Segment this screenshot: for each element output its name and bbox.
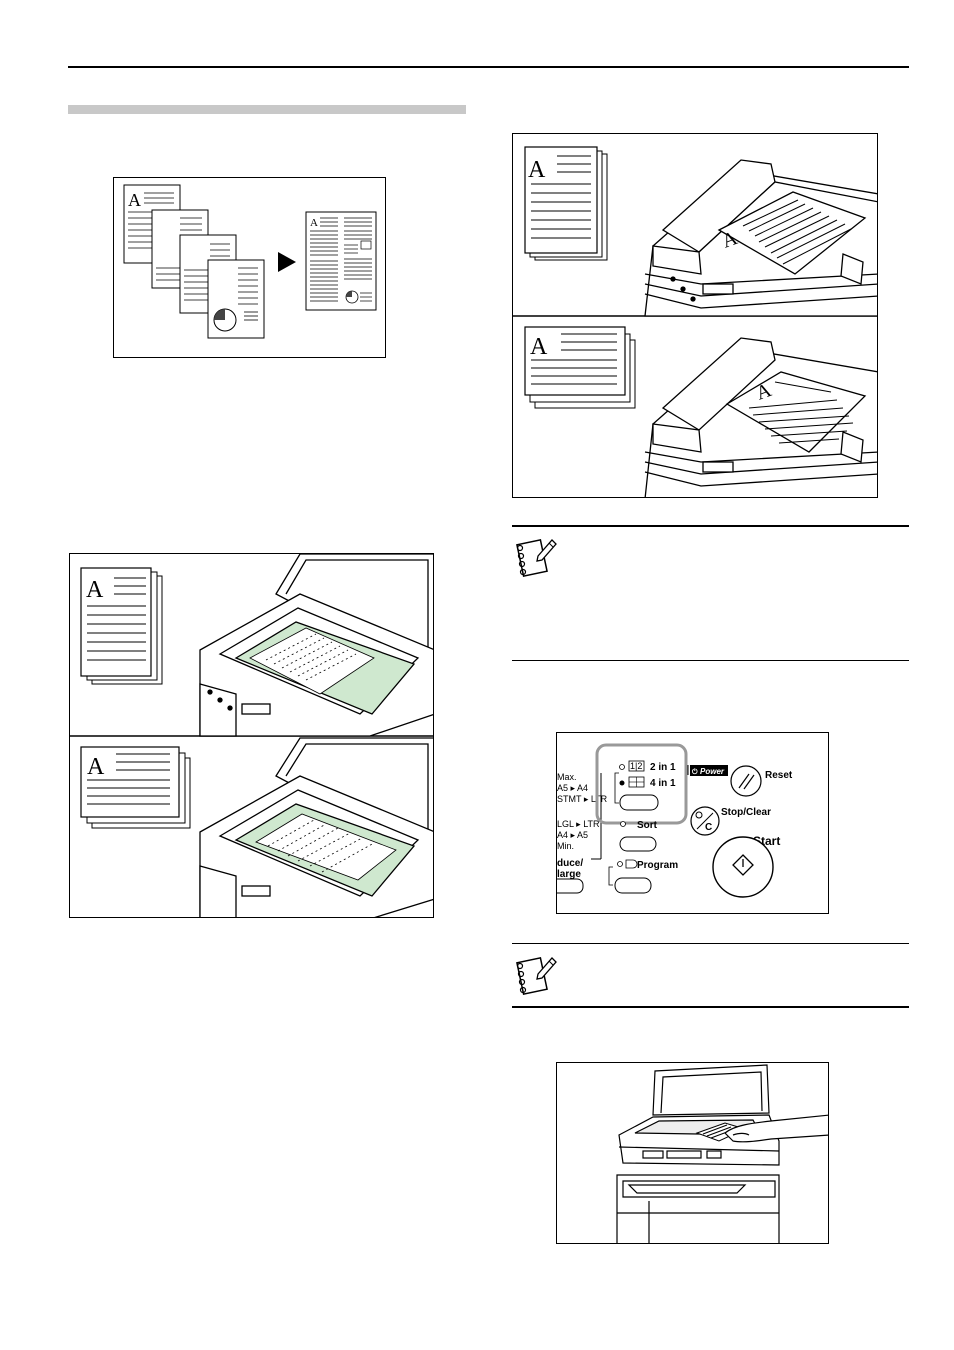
size-label: A4 ▸ A5	[557, 830, 588, 840]
originals-stack-platen-top: A	[80, 567, 163, 685]
size-label: Max.	[557, 772, 577, 782]
size-label: LGL ▸ LTR	[557, 819, 600, 829]
2in1-icon	[628, 760, 645, 772]
original-page-4	[207, 259, 265, 339]
svg-text:A: A	[530, 334, 548, 360]
right-triangle-arrow-icon	[278, 252, 296, 272]
combine-figure: A	[113, 177, 386, 358]
reduce-enlarge-button[interactable]	[557, 878, 584, 894]
combined-page: A	[305, 211, 377, 311]
sort-indicator	[620, 821, 626, 827]
size-label: STMT ▸ LTR	[557, 794, 608, 804]
reset-button[interactable]	[730, 765, 762, 797]
sort-label: Sort	[637, 820, 658, 831]
stop-clear-label: Stop/Clear	[721, 807, 771, 818]
note1-top-rule	[512, 525, 909, 527]
combined-page-letter: A	[310, 217, 318, 229]
svg-text:A: A	[86, 577, 104, 603]
size-label: Min.	[557, 841, 574, 851]
sheet-on-feeder-bottom: A	[725, 371, 867, 453]
hand	[724, 1114, 828, 1143]
svg-text:1|2: 1|2	[630, 761, 642, 771]
svg-text:⏻: ⏻	[692, 768, 698, 776]
svg-text:A: A	[87, 754, 105, 780]
reduce-label: duce/	[557, 858, 583, 869]
program-label: Program	[637, 860, 678, 871]
originals-stack-bottom: A	[524, 326, 636, 409]
platen-figure: A	[69, 553, 434, 918]
program-indicator	[617, 861, 623, 867]
power-label: Power	[700, 767, 725, 776]
program-icon	[625, 859, 638, 869]
notepad-pencil-icon	[512, 952, 558, 1000]
4in1-label: 4 in 1	[650, 778, 676, 789]
2in1-label: 2 in 1	[650, 762, 676, 773]
header-rule	[68, 66, 909, 68]
stop-clear-symbol: C	[705, 822, 712, 833]
sheet-on-feeder-top: A	[717, 191, 867, 275]
note2-top-rule	[512, 943, 909, 944]
reset-label: Reset	[765, 770, 793, 781]
power-badge	[690, 765, 728, 776]
notepad-pencil-icon	[512, 534, 558, 582]
feeder-figure: A A	[512, 133, 878, 498]
originals-stack-platen-bottom: A	[80, 746, 191, 829]
svg-text:A: A	[528, 157, 546, 183]
program-button[interactable]	[614, 877, 652, 894]
combine-button[interactable]	[619, 794, 659, 811]
sort-button[interactable]	[619, 836, 657, 852]
machine-lid-open	[652, 1064, 770, 1116]
machine-hand-figure	[556, 1062, 829, 1244]
combine-highlight	[595, 743, 688, 825]
size-label: A5 ▸ A4	[557, 783, 588, 793]
reduce-label: large	[557, 869, 581, 880]
note1-bottom-rule	[512, 660, 909, 661]
originals-stack-top: A	[524, 146, 608, 261]
2in1-indicator	[619, 764, 625, 770]
control-panel-figure: Max. A5 ▸ A4 STMT ▸ LTR LGL ▸ LTR A4 ▸ A…	[556, 732, 829, 914]
note2-bottom-rule	[512, 1006, 909, 1008]
page-letter: A	[128, 190, 141, 210]
4in1-indicator	[619, 780, 625, 786]
machine-platen-top	[199, 554, 433, 737]
section-bar	[68, 105, 466, 114]
machine-platen-bottom	[199, 737, 433, 917]
